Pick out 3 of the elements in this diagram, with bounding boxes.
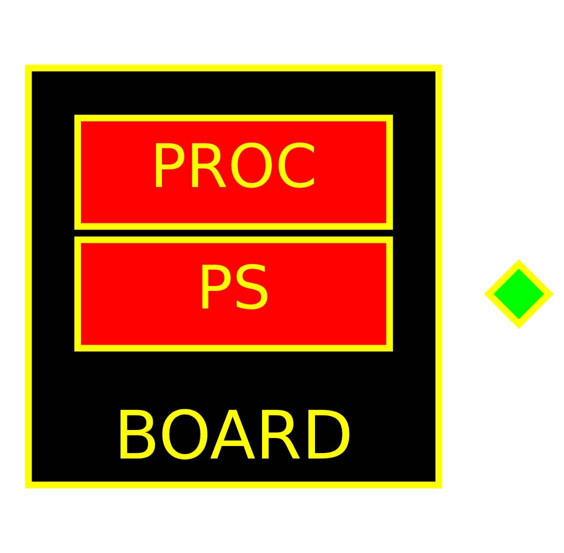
node-box: PS (74, 236, 393, 352)
node-box: PROC (74, 114, 393, 230)
node-diamond (484, 259, 554, 329)
